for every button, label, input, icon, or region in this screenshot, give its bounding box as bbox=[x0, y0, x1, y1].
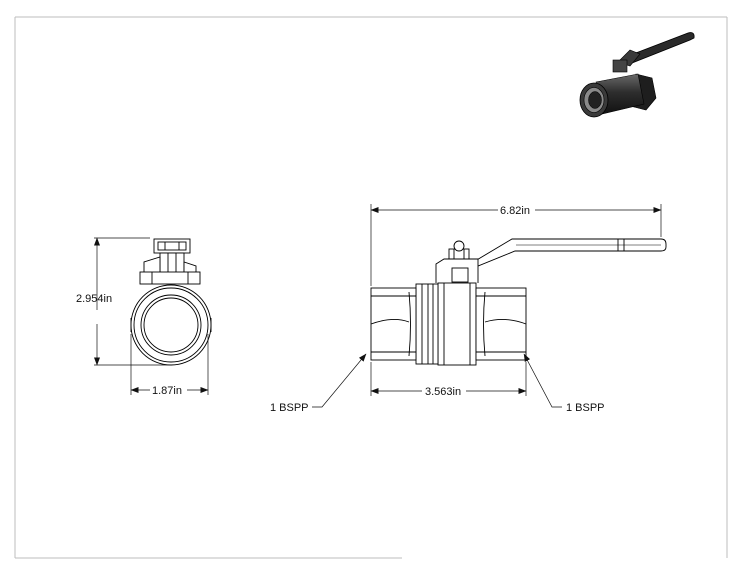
body-length-label: 3.563in bbox=[425, 386, 461, 398]
front-view-dimensions bbox=[312, 204, 662, 408]
side-view-dimensions bbox=[94, 237, 209, 395]
side-width-label: 1.87in bbox=[152, 385, 182, 397]
sheet-border bbox=[14, 16, 728, 559]
right-thread-label: 1 BSPP bbox=[566, 402, 605, 414]
side-view bbox=[130, 238, 212, 366]
side-height-label: 2.954in bbox=[76, 293, 112, 305]
left-thread-label: 1 BSPP bbox=[270, 402, 309, 414]
overall-length-label: 6.82in bbox=[500, 205, 530, 217]
front-view bbox=[370, 238, 667, 366]
isometric-view bbox=[579, 32, 695, 118]
